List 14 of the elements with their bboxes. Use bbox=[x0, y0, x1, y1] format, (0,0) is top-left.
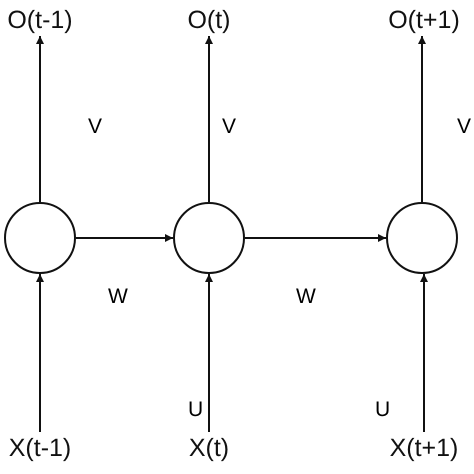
node-label: X(t+1) bbox=[382, 432, 466, 464]
node-label: O(t-1) bbox=[0, 4, 82, 36]
arrow bbox=[420, 274, 428, 432]
node-label: X(t) bbox=[179, 432, 239, 464]
node-label: O(t) bbox=[179, 4, 239, 36]
node-label: X(t-1) bbox=[0, 432, 82, 464]
arrow bbox=[418, 36, 426, 202]
arrow bbox=[205, 274, 213, 432]
node-label: O(t+1) bbox=[382, 4, 466, 36]
arrow bbox=[76, 234, 173, 242]
arrow bbox=[36, 36, 44, 202]
arrow bbox=[245, 234, 386, 242]
arrow bbox=[36, 274, 44, 432]
arrow bbox=[205, 36, 213, 202]
